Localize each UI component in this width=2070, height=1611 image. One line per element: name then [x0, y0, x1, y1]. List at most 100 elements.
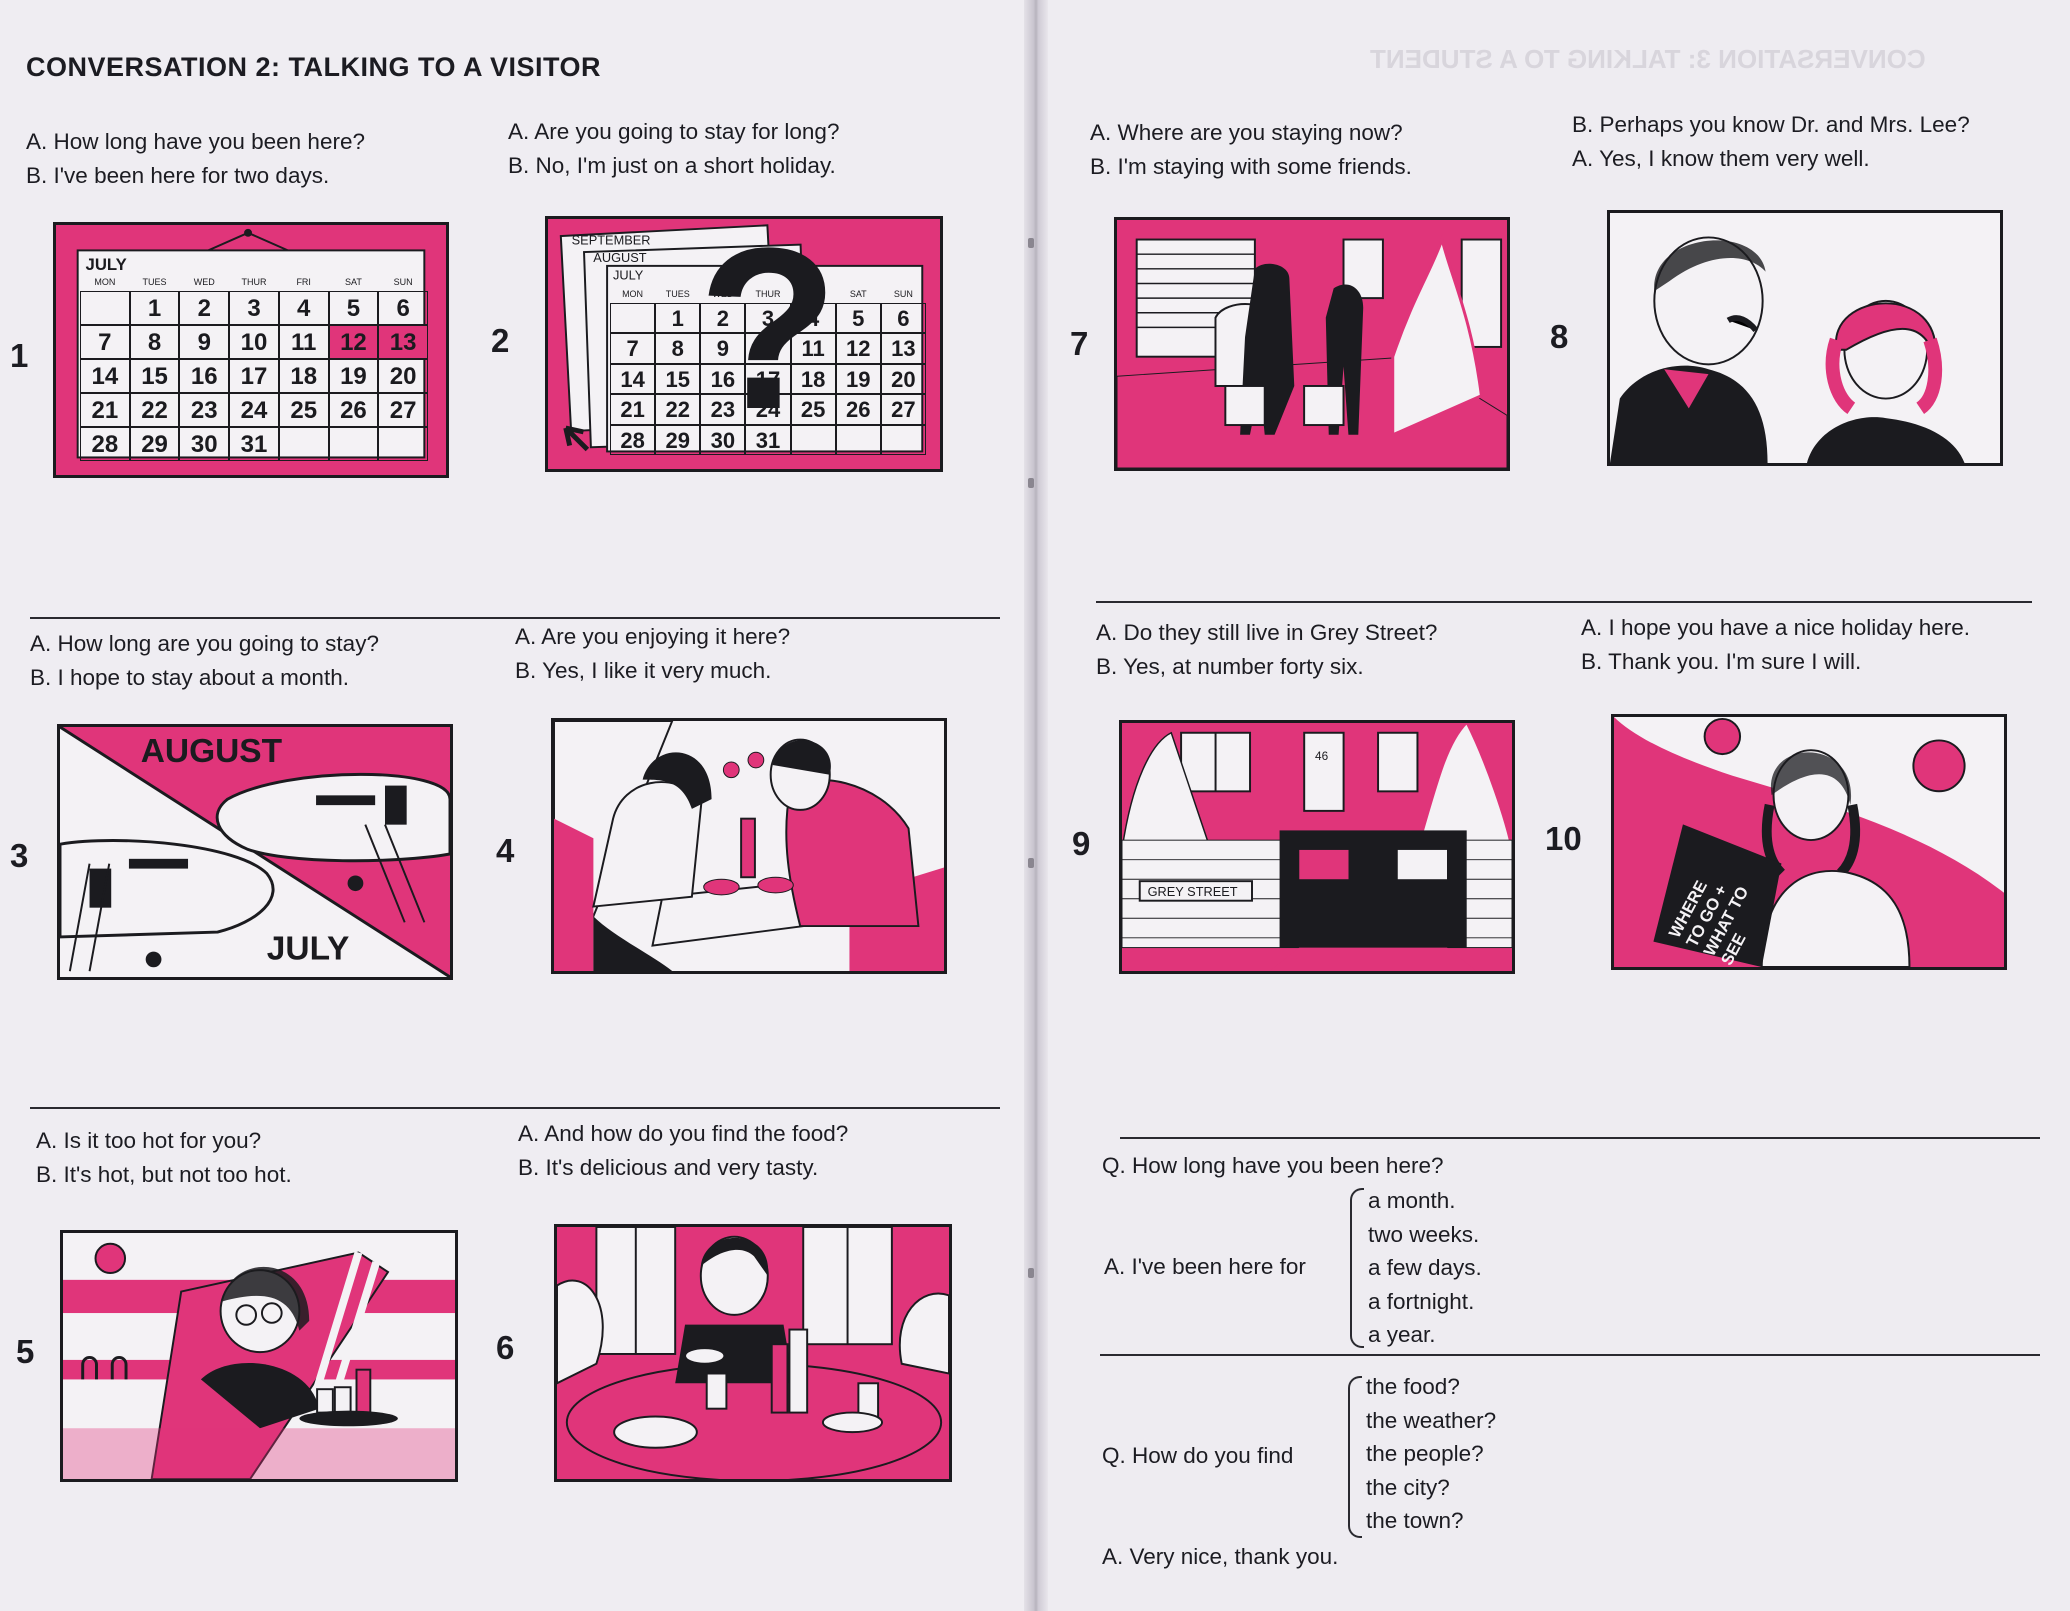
- section-divider: [30, 617, 1000, 619]
- calendar-day-header: FRI: [296, 277, 311, 287]
- calendar-date-cell: 14: [610, 363, 656, 395]
- calendar-date-cell: 5: [328, 291, 379, 325]
- dialogue-4: A. Are you enjoying it here? B. Yes, I l…: [515, 620, 790, 688]
- staple: [1028, 238, 1034, 248]
- calendar-date-cell: 28: [610, 424, 656, 455]
- line-b: A. Yes, I know them very well.: [1572, 146, 1870, 171]
- option: two weeks.: [1368, 1221, 1480, 1247]
- calendar-date-cell: 30: [179, 427, 230, 461]
- dialogue-10: A. I hope you have a nice holiday here. …: [1581, 611, 1970, 679]
- picture-number: 2: [491, 322, 510, 359]
- calendar-date-cell: 12: [328, 325, 379, 359]
- calendar-date-cell: [328, 427, 379, 461]
- calendar-date-cell: 15: [655, 363, 701, 395]
- brace: [1348, 1376, 1362, 1538]
- picture-number: 9: [1072, 825, 1091, 862]
- picture-number: 7: [1070, 325, 1089, 362]
- line-a: A. Do they still live in Grey Street?: [1096, 620, 1438, 645]
- calendar-date-cell: 19: [328, 359, 379, 393]
- line-b: B. I hope to stay about a month.: [30, 665, 349, 690]
- calendar-day-header: MON: [622, 289, 644, 299]
- calendar-date-cell: 19: [835, 363, 881, 395]
- line-a: A. How long have you been here?: [26, 129, 365, 154]
- dialogue-3: A. How long are you going to stay? B. I …: [30, 627, 379, 695]
- calendar-date-cell: [835, 424, 881, 455]
- picture-3-planes: AUGUST JULY: [57, 724, 453, 980]
- picture-6-restaurant: [554, 1224, 952, 1482]
- calendar-date-cell: 1: [655, 303, 701, 334]
- calendar-date-cell: 13: [378, 325, 428, 359]
- page-title: CONVERSATION 2: TALKING TO A VISITOR: [26, 52, 602, 82]
- calendar-date-cell: 11: [790, 333, 836, 364]
- option: a month.: [1368, 1188, 1456, 1213]
- label-july: JULY: [267, 931, 349, 968]
- calendar-date-cell: 13: [880, 333, 926, 364]
- calendar-day-header: FRI: [805, 289, 821, 299]
- calendar-day-header: THUR: [241, 277, 267, 287]
- calendar-date-cell: [378, 427, 428, 461]
- calendar-date-cell: 27: [378, 393, 428, 427]
- calendar-day-header: WED: [193, 277, 215, 287]
- substitution-answer-stem: A. I've been here for: [1104, 1254, 1306, 1279]
- picture-number: 5: [16, 1333, 35, 1370]
- option: the people?: [1366, 1441, 1484, 1466]
- picture-4-couple: [551, 718, 947, 974]
- picture-8-portraits: [1607, 210, 2003, 466]
- calendar-date-cell: 20: [880, 363, 926, 395]
- staple: [1028, 1268, 1034, 1278]
- calendar-date-cell: 5: [835, 303, 881, 334]
- line-b: B. Yes, at number forty six.: [1096, 654, 1364, 679]
- dialogue-2: A. Are you going to stay for long? B. No…: [508, 115, 839, 183]
- calendar-date-cell: 23: [179, 393, 230, 427]
- calendar-date-cell: 28: [80, 427, 130, 461]
- picture-5-sunbather: [60, 1230, 458, 1482]
- calendar-date-cell: 20: [378, 359, 428, 393]
- calendar-date-cell: [790, 424, 836, 455]
- line-a: B. Perhaps you know Dr. and Mrs. Lee?: [1572, 112, 1970, 137]
- show-through-text: CONVERSATION 3: TALKING TO A STUDENT: [1370, 44, 1926, 74]
- calendar-date-cell: 9: [179, 325, 230, 359]
- line-a: A. How long are you going to stay?: [30, 631, 379, 656]
- calendar-day-header: SUN: [393, 277, 413, 287]
- street-sign: GREY STREET: [1148, 884, 1238, 899]
- month-july: JULY: [613, 268, 644, 283]
- calendar-date-cell: [80, 291, 130, 325]
- calendar-date-cell: 22: [129, 393, 180, 427]
- calendar-date-cell: 6: [378, 291, 428, 325]
- question-mark: ?: [698, 216, 839, 457]
- calendar-date-cell: 29: [655, 424, 701, 455]
- calendar-date-cell: [610, 303, 656, 334]
- calendar-date-cell: 25: [278, 393, 329, 427]
- calendar-day-header: SAT: [849, 289, 867, 299]
- picture-number: 8: [1550, 318, 1569, 355]
- calendar-date-cell: [880, 424, 926, 455]
- calendar-date-cell: 15: [129, 359, 180, 393]
- calendar-date-cell: 24: [745, 394, 791, 425]
- picture-number: 6: [496, 1329, 515, 1366]
- calendar-day-header: THUR: [755, 289, 781, 299]
- calendar-date-cell: 10: [229, 325, 279, 359]
- picture-number: 10: [1545, 820, 1582, 857]
- picture-number: 1: [10, 337, 29, 374]
- line-a: A. Are you going to stay for long?: [508, 119, 840, 144]
- calendar-date-cell: 7: [610, 333, 656, 364]
- picture-9-grey-street: 46 GREY STREET: [1119, 720, 1515, 974]
- section-divider: [1120, 1137, 2040, 1139]
- calendar-day-header: MON: [94, 277, 116, 287]
- calendar-date-cell: 22: [655, 394, 701, 425]
- substitution-answer: A. Very nice, thank you.: [1102, 1544, 1339, 1569]
- substitution-question-stem: Q. How do you find: [1102, 1443, 1294, 1468]
- calendar-date-cell: 11: [278, 325, 329, 359]
- calendar-date-cell: 1: [129, 291, 180, 325]
- dialogue-1: A. How long have you been here? B. I've …: [26, 125, 365, 193]
- calendar-date-cell: 24: [229, 393, 279, 427]
- calendar-date-cell: 3: [745, 303, 791, 334]
- line-a: A. And how do you find the food?: [518, 1121, 849, 1146]
- calendar-date-cell: 9: [700, 333, 746, 364]
- calendar-date-cell: 25: [790, 394, 836, 425]
- book-spine: [1024, 0, 1048, 1611]
- staple: [1028, 858, 1034, 868]
